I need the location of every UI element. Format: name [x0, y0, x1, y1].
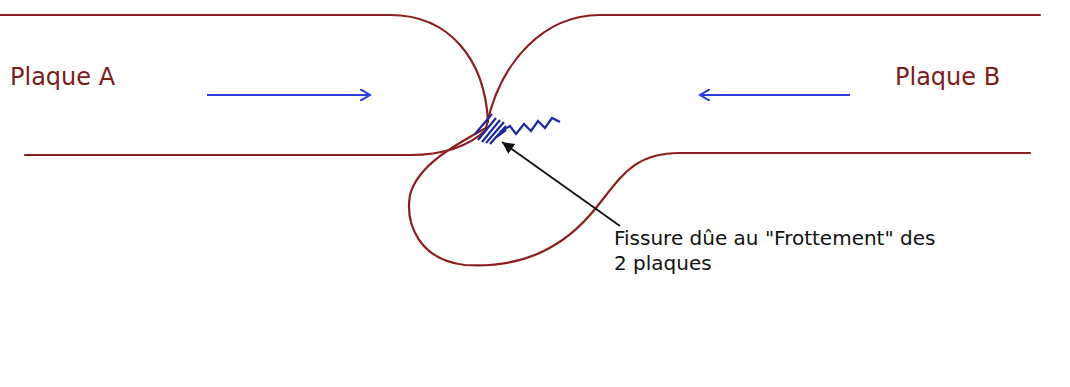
fissure-scribble	[475, 114, 560, 144]
leader-line	[502, 142, 620, 226]
plate-motion-arrow	[207, 94, 850, 96]
note-text: Fissure dûe au "Frottement" des 2 plaque…	[614, 226, 944, 276]
plate-label: Plaque A	[10, 62, 115, 92]
plate-label: Plaque B	[895, 62, 1000, 92]
